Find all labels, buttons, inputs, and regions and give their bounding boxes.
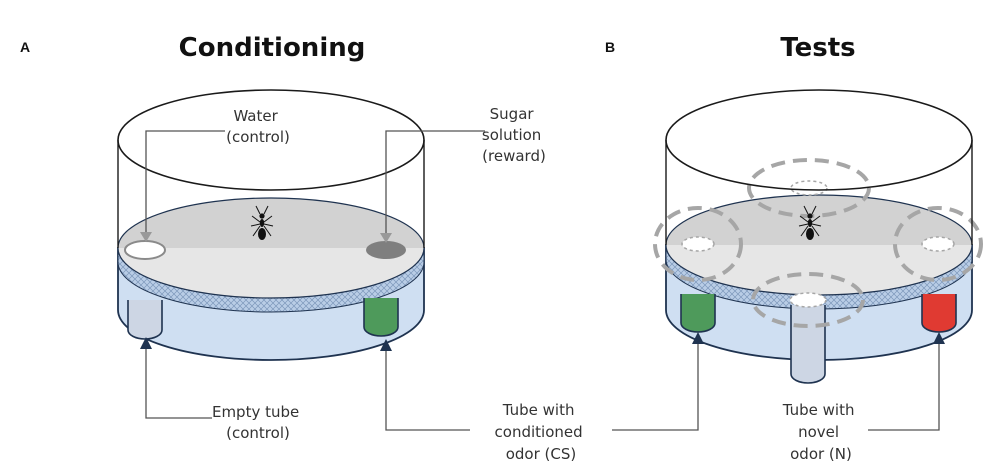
arena-conditioning (117, 89, 425, 361)
zone-right (893, 206, 983, 282)
drop-spots (681, 180, 955, 308)
floor-front (666, 245, 972, 295)
zone-front (751, 272, 865, 328)
leader-cs-tube-b (612, 340, 699, 431)
arena-tests (653, 89, 983, 384)
panel-a-letter: A (20, 39, 30, 55)
zone-left (653, 206, 743, 282)
novel-tube (921, 294, 957, 333)
empty-tube (127, 300, 163, 340)
arrowhead-cs-tube-b (692, 332, 704, 344)
panel-b-letter: B (605, 39, 615, 55)
leader-novel-tube (868, 340, 940, 431)
floor-back (666, 195, 972, 245)
leader-sugar (385, 130, 485, 236)
arrowhead-empty-tube (140, 337, 152, 349)
empty-tube (790, 305, 826, 384)
panel-b: B Tests (605, 33, 983, 463)
wall-rim (117, 89, 425, 191)
ant-icon (250, 205, 274, 240)
label-cs-tube: Tube with conditioned odor (CS) (495, 401, 588, 463)
leader-empty-tube (145, 345, 212, 419)
wall-rim (665, 89, 973, 191)
arrowhead-sugar (380, 233, 392, 243)
sugar-drop (366, 241, 406, 259)
water-drop (124, 240, 166, 260)
panel-a: A Conditioning (20, 33, 588, 463)
ant-icon (798, 205, 822, 240)
leader-water (145, 130, 225, 235)
leader-cs-tube (385, 347, 470, 431)
arrowhead-cs-tube (380, 339, 392, 351)
arrowhead-water (140, 232, 152, 242)
floor-front (118, 248, 424, 298)
label-sugar: Sugar solution (reward) (482, 105, 546, 165)
label-empty-tube: Empty tube (control) (212, 403, 304, 442)
cs-tube (680, 294, 716, 333)
arrowhead-novel-tube (933, 332, 945, 344)
cs-tube (363, 298, 399, 337)
label-water: Water (control) (226, 107, 290, 146)
floor-back (118, 198, 424, 248)
label-novel-tube: Tube with novel odor (N) (782, 401, 860, 463)
panel-a-title: Conditioning (179, 33, 366, 63)
panel-b-title: Tests (780, 33, 855, 63)
